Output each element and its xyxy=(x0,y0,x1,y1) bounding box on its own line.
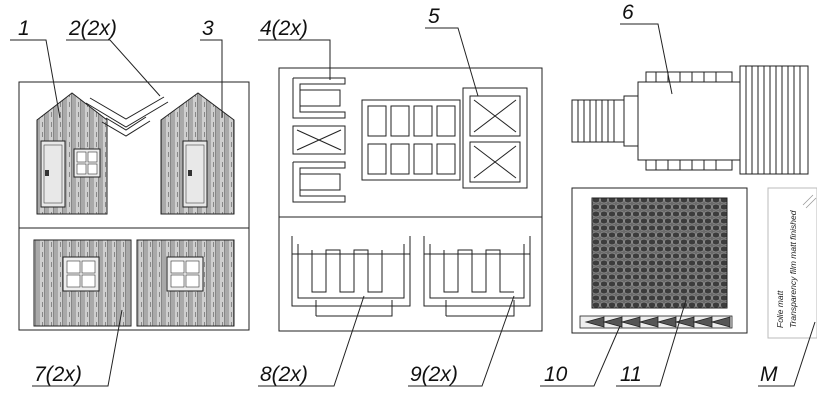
label-part-7: 7(2x) xyxy=(34,363,82,386)
part-4-frames xyxy=(292,77,346,203)
label-part-10: 10 xyxy=(544,363,568,386)
label-part-4: 4(2x) xyxy=(260,17,308,40)
label-part-11: 11 xyxy=(620,363,642,386)
film-label-1: Folie matt xyxy=(775,290,785,328)
part-9-comb-parts xyxy=(423,236,531,317)
film-sheet xyxy=(767,187,817,339)
label-part-9: 9(2x) xyxy=(410,363,458,386)
part-1-gable-wall-door xyxy=(36,92,108,215)
label-part-1: 1 xyxy=(18,17,30,40)
part-6-base-unit xyxy=(571,65,809,175)
sheet-roofing xyxy=(571,187,748,334)
part-11-roof-tiles xyxy=(591,197,728,309)
part-3-gable-wall-door xyxy=(160,92,235,215)
label-part-2: 2(2x) xyxy=(69,17,117,40)
sheet-frame xyxy=(278,67,543,332)
part-10-ridge-tiles xyxy=(579,315,733,329)
label-part-m: M xyxy=(760,363,778,386)
window-grid-parts xyxy=(361,99,461,181)
part-7-side-walls xyxy=(33,239,235,327)
film-label-2: Transparency film matt finished xyxy=(788,210,798,328)
leader-lines xyxy=(10,23,816,387)
part-8-comb-parts xyxy=(291,236,411,317)
label-part-5: 5 xyxy=(428,5,440,28)
label-part-3: 3 xyxy=(202,17,214,40)
part-5-door-frames xyxy=(462,87,528,189)
sheet-walls xyxy=(18,81,250,331)
label-part-8: 8(2x) xyxy=(260,363,308,386)
part-2-ridge-strips xyxy=(85,96,169,137)
label-part-6: 6 xyxy=(622,1,634,24)
